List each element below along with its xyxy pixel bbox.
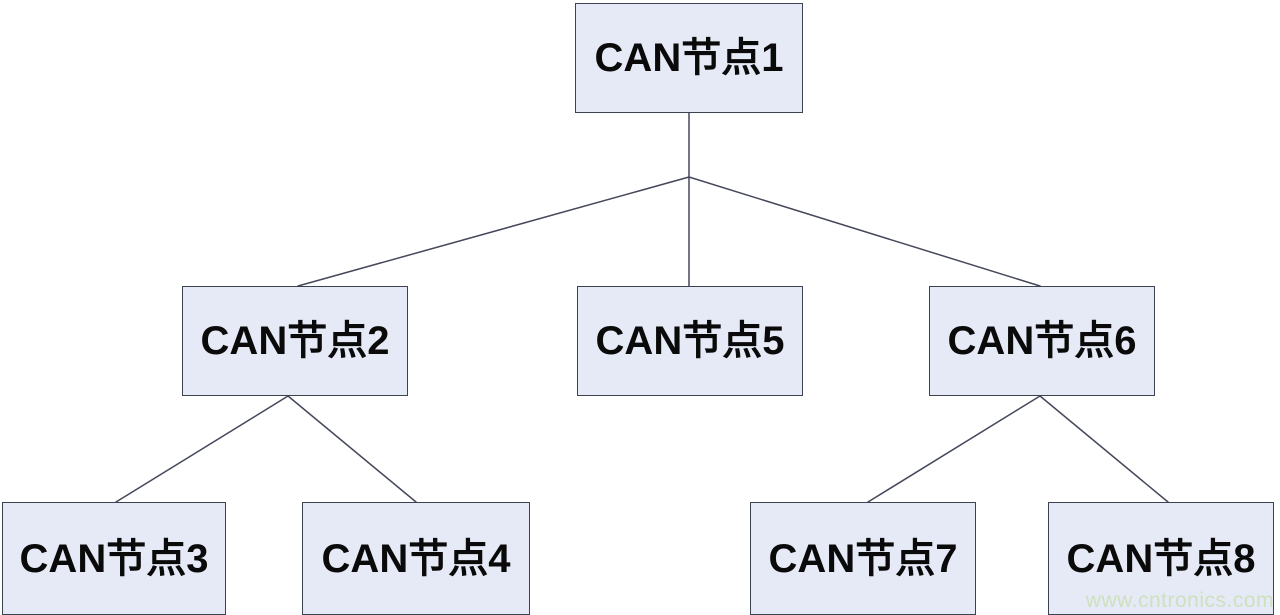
edge-node2-node3 (115, 395, 289, 503)
edge-node6-node8 (1039, 395, 1169, 503)
edge-junction-node2 (297, 176, 690, 287)
node-label: CAN节点1 (594, 36, 784, 80)
edge-node2-node4 (287, 395, 417, 503)
edge-junction-node6 (688, 176, 1041, 287)
site-watermark: www.cntronics.com (1085, 589, 1274, 612)
node-can-6[interactable]: CAN节点6 (929, 286, 1155, 396)
node-label: CAN节点5 (595, 319, 785, 363)
node-label: CAN节点8 (1066, 536, 1256, 581)
node-label: CAN节点4 (321, 536, 511, 581)
node-can-5[interactable]: CAN节点5 (577, 286, 803, 396)
node-can-3[interactable]: CAN节点3 (2, 502, 226, 615)
node-can-1[interactable]: CAN节点1 (575, 3, 803, 113)
node-label: CAN节点3 (19, 536, 209, 581)
node-label: CAN节点2 (200, 319, 390, 363)
node-can-7[interactable]: CAN节点7 (750, 502, 976, 615)
node-can-4[interactable]: CAN节点4 (302, 502, 530, 615)
node-can-2[interactable]: CAN节点2 (182, 286, 408, 396)
edge-node6-node7 (867, 395, 1041, 503)
node-label: CAN节点7 (768, 536, 958, 581)
node-label: CAN节点6 (947, 319, 1137, 363)
